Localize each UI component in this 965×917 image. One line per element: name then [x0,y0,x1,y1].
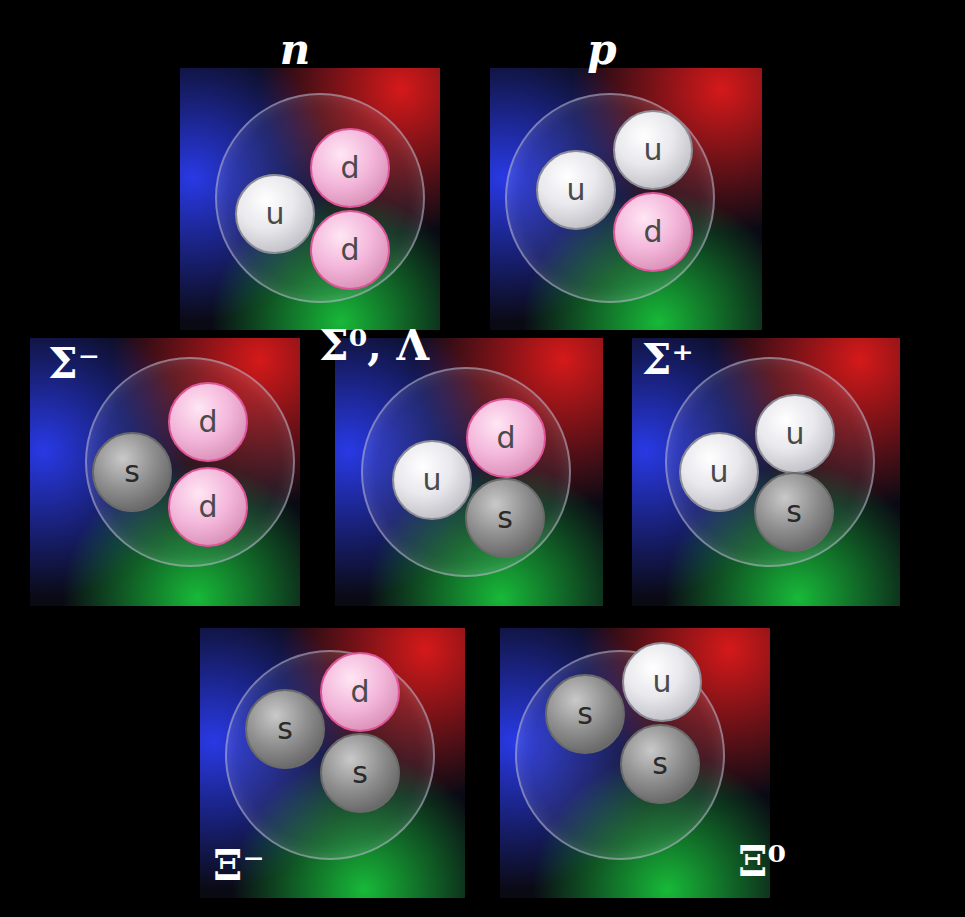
quark-letter: u [643,135,662,165]
quark-letter: d [643,217,662,247]
quark-ball: d [320,652,400,732]
quark-letter: d [496,423,515,453]
quark-letter: d [340,153,359,183]
quark-ball: d [310,210,390,290]
glow-tile [335,338,603,606]
baryon-bubble: nudd [215,93,425,303]
quark-letter: s [352,758,368,788]
quark-letter: u [422,465,441,495]
quark-letter: s [277,714,293,744]
baryon-label: Σ⁺ [642,337,694,383]
glow-tile [200,628,465,898]
quark-ball: u [235,174,315,254]
quark-letter: d [340,235,359,265]
quark-ball: u [392,440,472,520]
baryon-bubble: Σ⁰, Λuds [361,367,571,577]
baryon-bubble: puud [505,93,715,303]
quark-ball: d [466,398,546,478]
quark-ball: s [754,472,834,552]
baryon-label: Ξ⁻ [213,843,265,889]
baryon-bubble: Ξ⁰sus [515,650,725,860]
quark-ball: u [613,110,693,190]
baryon-label: n [280,27,311,73]
quark-ball: s [320,733,400,813]
quark-letter: u [265,199,284,229]
baryon-label: p [587,27,616,73]
baryon-bubble: Ξ⁻sds [225,650,435,860]
quark-letter: u [652,667,671,697]
quark-ball: u [755,394,835,474]
quark-letter: u [709,457,728,487]
baryon-bubble: Σ⁺uus [665,357,875,567]
quark-ball: d [168,382,248,462]
quark-letter: s [652,749,668,779]
quark-letter: s [577,699,593,729]
quark-ball: d [310,128,390,208]
quark-ball: s [545,674,625,754]
quark-ball: d [613,192,693,272]
quark-ball: u [536,150,616,230]
quark-letter: s [124,457,140,487]
glow-tile [180,68,440,330]
quark-letter: u [566,175,585,205]
quark-ball: u [679,432,759,512]
glow-tile [500,628,770,898]
glow-tile [30,338,300,606]
quark-ball: s [92,432,172,512]
baryon-label: Σ⁻ [48,341,100,387]
quark-letter: s [786,497,802,527]
quark-letter: u [785,419,804,449]
baryon-label: Ξ⁰ [738,839,786,885]
quark-letter: s [497,503,513,533]
glow-tile [490,68,762,330]
baryon-bubble: Σ⁻sdd [85,357,295,567]
baryon-label: Σ⁰, Λ [319,323,429,369]
quark-ball: s [620,724,700,804]
quark-letter: d [350,677,369,707]
quark-letter: d [198,492,217,522]
quark-ball: s [465,478,545,558]
quark-letter: d [198,407,217,437]
quark-ball: d [168,467,248,547]
quark-ball: u [622,642,702,722]
quark-ball: s [245,689,325,769]
